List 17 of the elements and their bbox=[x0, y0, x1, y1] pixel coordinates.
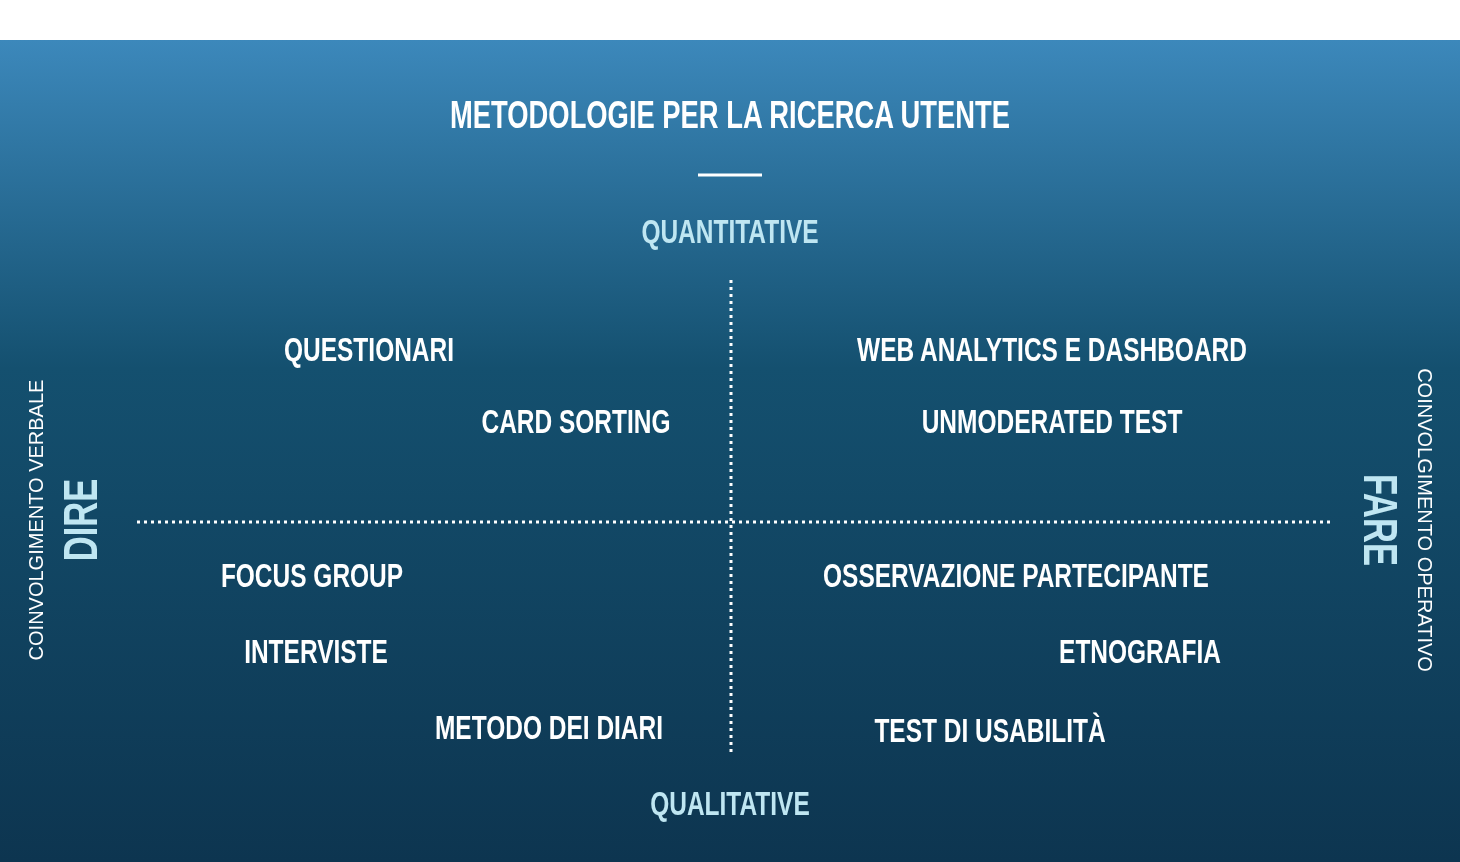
axis-label: QUANTITATIVE bbox=[641, 211, 819, 251]
axis-label: DIRE bbox=[52, 478, 108, 562]
axis-caption: COINVOLGIMENTO OPERATIVO bbox=[1412, 368, 1436, 672]
method-label: WEB ANALYTICS E DASHBOARD bbox=[857, 329, 1247, 369]
axis-caption: COINVOLGIMENTO VERBALE bbox=[24, 379, 48, 661]
method-label: OSSERVAZIONE PARTECIPANTE bbox=[823, 555, 1209, 595]
axis-label: QUALITATIVE bbox=[650, 783, 810, 823]
title: METODOLOGIE PER LA RICERCA UTENTE bbox=[450, 93, 1010, 137]
method-label: QUESTIONARI bbox=[284, 329, 454, 369]
method-label: UNMODERATED TEST bbox=[921, 401, 1183, 441]
method-label: INTERVISTE bbox=[244, 631, 388, 671]
method-label: ETNOGRAFIA bbox=[1059, 631, 1221, 671]
method-label: TEST DI USABILITÀ bbox=[874, 710, 1106, 750]
method-label: FOCUS GROUP bbox=[220, 555, 404, 595]
method-label: METODO DEI DIARI bbox=[435, 707, 663, 747]
method-label: CARD SORTING bbox=[481, 401, 671, 441]
axis-label: FARE bbox=[1352, 473, 1408, 567]
